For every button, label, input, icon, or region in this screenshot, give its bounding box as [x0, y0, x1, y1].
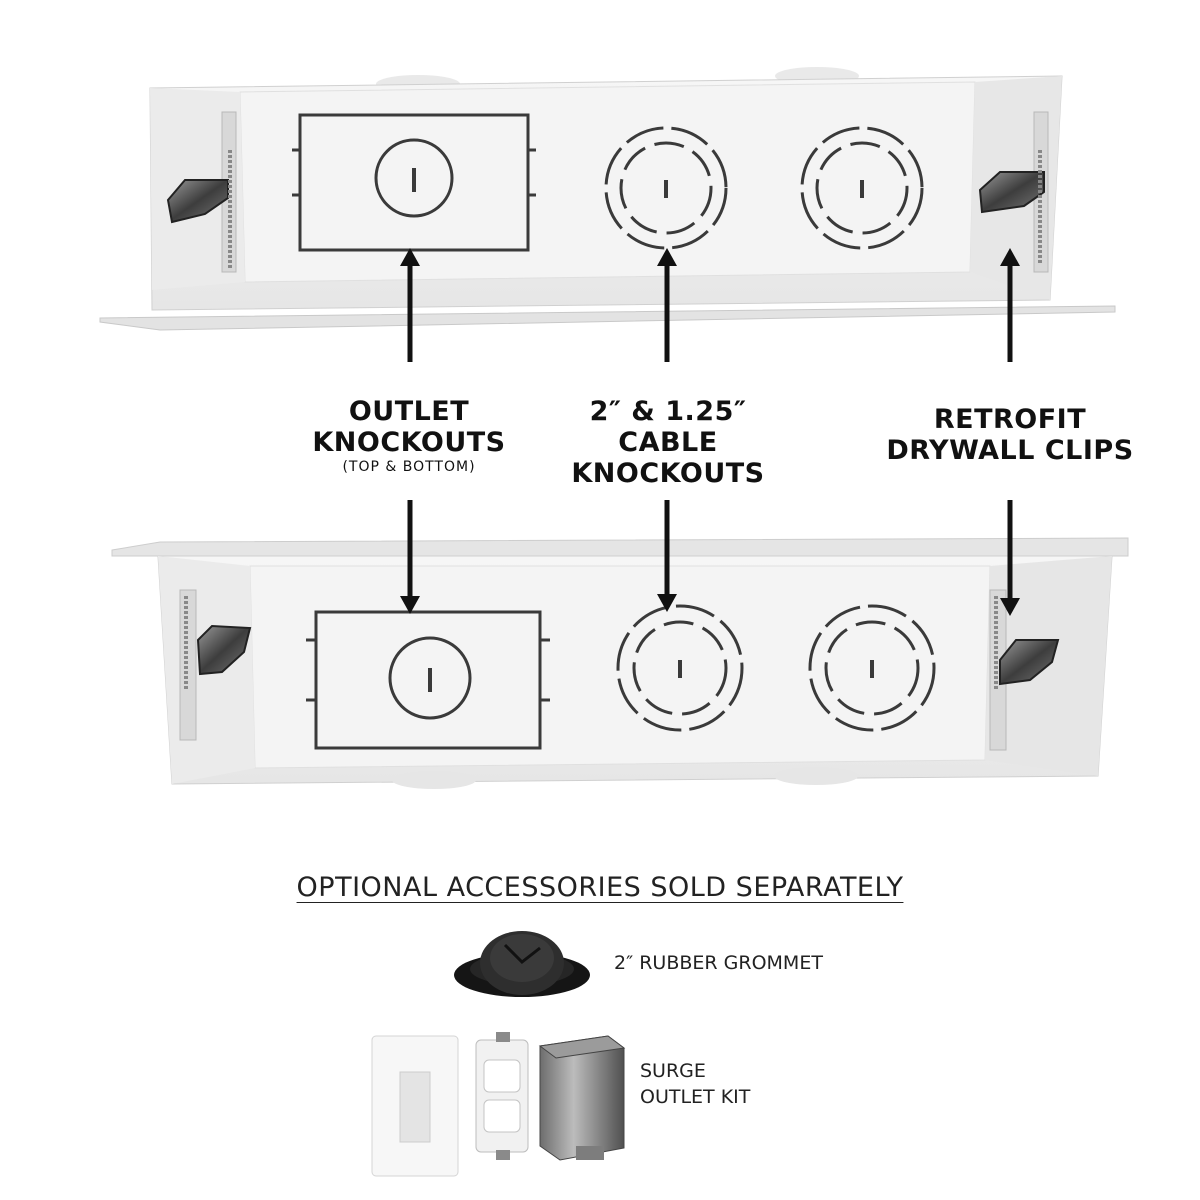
- outlet-callout-line2: KNOCKOUTS: [312, 427, 506, 458]
- cable-callout-line3: KNOCKOUTS: [571, 458, 765, 489]
- clips-callout-line1: RETROFIT: [933, 404, 1087, 435]
- cable-knockouts-callout: 2″ & 1.25″ CABLE KNOCKOUTS: [556, 396, 780, 489]
- cable-callout-line1: 2″ & 1.25″: [589, 396, 747, 427]
- surge-kit-label-line2: OUTLET KIT: [640, 1086, 751, 1108]
- rubber-grommet-image: [454, 931, 590, 997]
- outlet-knockouts-callout: OUTLET KNOCKOUTS (TOP & BOTTOM): [298, 396, 520, 476]
- top-drywall-clip-left: [166, 111, 237, 273]
- surge-kit-label-line1: SURGE: [640, 1060, 706, 1082]
- surge-kit-label: SURGE OUTLET KIT: [640, 1058, 750, 1110]
- bottom-enclosure: [111, 537, 1129, 789]
- bottom-outlet-knockout: [306, 610, 550, 750]
- callout-arrows: [400, 248, 1020, 616]
- outlet-callout-line1: OUTLET: [348, 396, 470, 427]
- top-outlet-knockout: [292, 113, 536, 252]
- bottom-cable-knockout-1: [616, 604, 744, 732]
- outlet-callout-sub: (TOP & BOTTOM): [342, 459, 476, 475]
- top-cable-knockout-1: [604, 126, 728, 250]
- cable-callout-line2: CABLE: [618, 427, 718, 458]
- accessories-heading: OPTIONAL ACCESSORIES SOLD SEPARATELY: [0, 872, 1200, 903]
- accessories-heading-text: OPTIONAL ACCESSORIES SOLD SEPARATELY: [296, 872, 904, 903]
- grommet-label: 2″ RUBBER GROMMET: [614, 952, 823, 974]
- top-drywall-clip-right: [978, 111, 1049, 273]
- metal-box-image: [538, 1035, 626, 1161]
- bottom-cable-knockout-2: [808, 604, 936, 732]
- bottom-drywall-clip-right: [989, 589, 1060, 751]
- bottom-drywall-clip-left: [179, 589, 252, 741]
- top-cable-knockout-2: [800, 126, 924, 250]
- surge-outlet-image: [475, 1032, 529, 1160]
- wall-plate-image: [371, 1035, 459, 1177]
- drywall-clips-callout: RETROFIT DRYWALL CLIPS: [872, 404, 1148, 466]
- clips-callout-line2: DRYWALL CLIPS: [886, 435, 1134, 466]
